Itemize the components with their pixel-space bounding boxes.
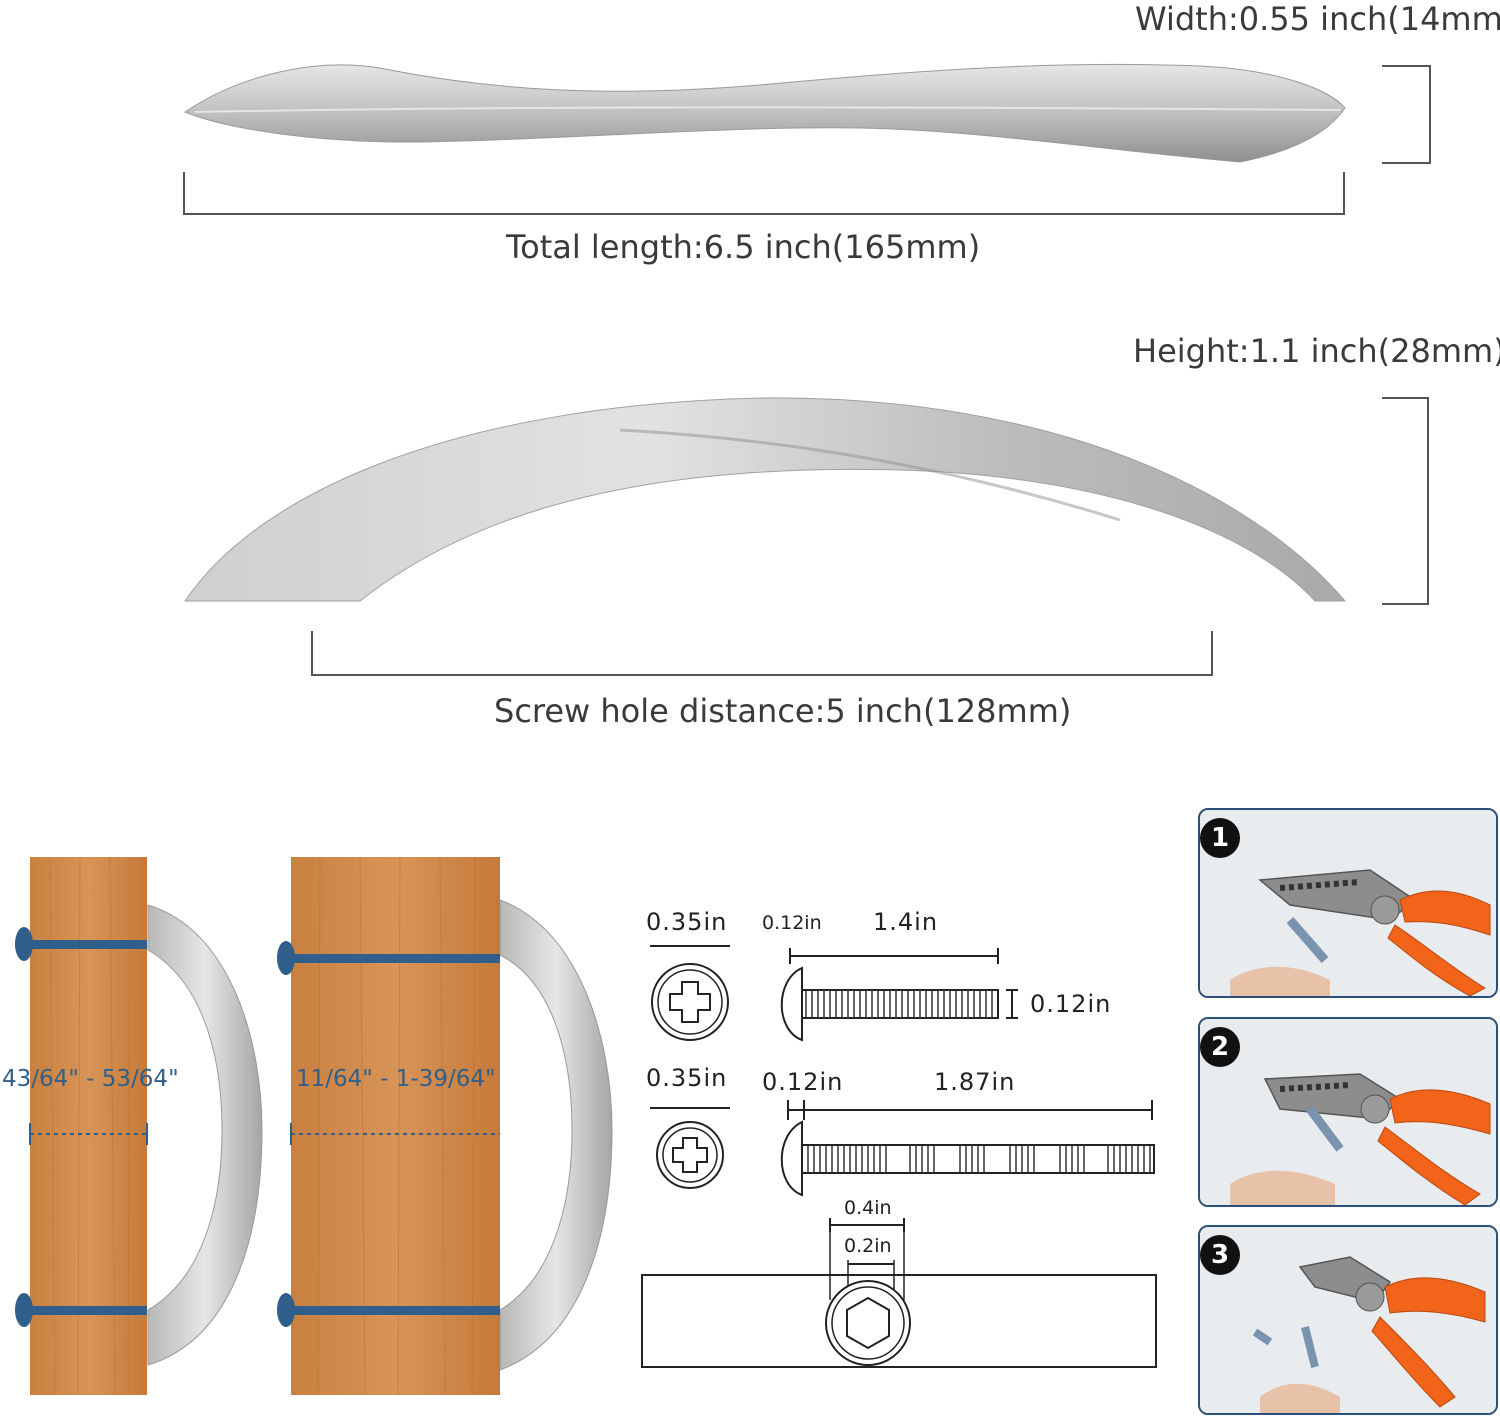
step-panel-1: 1 xyxy=(1198,808,1498,998)
handle-top-body xyxy=(183,63,1346,163)
total-length-bracket xyxy=(183,172,1345,215)
pliers-step-3-image xyxy=(1200,1227,1496,1413)
handle-top-view: Width:0.55 inch(14mm) Total length:6.5 i… xyxy=(0,0,1500,300)
step-panel-3: 3 xyxy=(1198,1225,1498,1415)
short-screw-head-icon xyxy=(650,945,730,1041)
height-bracket xyxy=(1382,397,1429,605)
long-screw-head-icon xyxy=(650,1107,730,1189)
hole-diagram xyxy=(641,1218,1157,1368)
panel-1-screw-bottom xyxy=(15,1293,147,1327)
panel-2-screw-bottom xyxy=(277,1293,500,1327)
installation-panels: 43/64" - 53/64" 11/64" - 1-39/64" xyxy=(0,840,620,1410)
panel-1-handle xyxy=(147,904,263,1366)
installation-drawing xyxy=(15,856,613,1396)
pliers-step-2-image xyxy=(1200,1019,1496,1205)
short-screw-side xyxy=(780,948,1018,1042)
total-length-label: Total length:6.5 inch(165mm) xyxy=(506,228,981,266)
long-screw-length: 1.87in xyxy=(934,1068,1016,1096)
short-screw-head-diameter: 0.35in xyxy=(646,908,728,936)
thin-panel-thickness-label: 43/64" - 53/64" xyxy=(2,1066,179,1092)
handle-top-drawing xyxy=(183,63,1431,215)
step-2-badge: 2 xyxy=(1200,1027,1240,1067)
screw-specs: 0.35in 0.12in 1.4in 0.12in 0.35in 0.12in… xyxy=(630,900,1170,1380)
step-instructions: 1 2 3 xyxy=(1170,805,1500,1420)
long-screw-head-thickness: 0.12in xyxy=(762,1068,844,1096)
handle-side-view: Height:1.1 inch(28mm) Screw hole distanc… xyxy=(0,320,1500,740)
panel-1-screw-top xyxy=(15,927,147,961)
height-label: Height:1.1 inch(28mm) xyxy=(1133,332,1500,370)
panel-2-screw-top xyxy=(277,941,500,975)
short-screw-length: 1.4in xyxy=(873,908,939,936)
thick-panel-thickness-label: 11/64" - 1-39/64" xyxy=(296,1066,496,1092)
screw-hole-distance-label: Screw hole distance:5 inch(128mm) xyxy=(494,692,1072,730)
step-3-badge: 3 xyxy=(1200,1235,1240,1275)
wood-panel-thick xyxy=(291,857,500,1395)
width-bracket xyxy=(1382,65,1431,164)
long-screw-side xyxy=(780,1100,1155,1197)
step-panel-2: 2 xyxy=(1198,1017,1498,1207)
width-label: Width:0.55 inch(14mm) xyxy=(1135,0,1500,38)
panel-2-handle xyxy=(499,899,613,1371)
hole-inner-diameter: 0.2in xyxy=(844,1235,892,1257)
handle-side-drawing xyxy=(184,397,1429,676)
long-screw-head-diameter: 0.35in xyxy=(646,1064,728,1092)
step-1-badge: 1 xyxy=(1200,818,1240,858)
short-screw-head-thickness: 0.12in xyxy=(762,912,822,934)
screw-specs-drawing xyxy=(641,945,1157,1368)
hole-outer-diameter: 0.4in xyxy=(844,1197,892,1219)
short-screw-thread-diameter: 0.12in xyxy=(1030,990,1112,1018)
pliers-step-1-image xyxy=(1200,810,1496,996)
screw-hole-bracket xyxy=(311,631,1213,676)
handle-side-body xyxy=(184,397,1347,602)
